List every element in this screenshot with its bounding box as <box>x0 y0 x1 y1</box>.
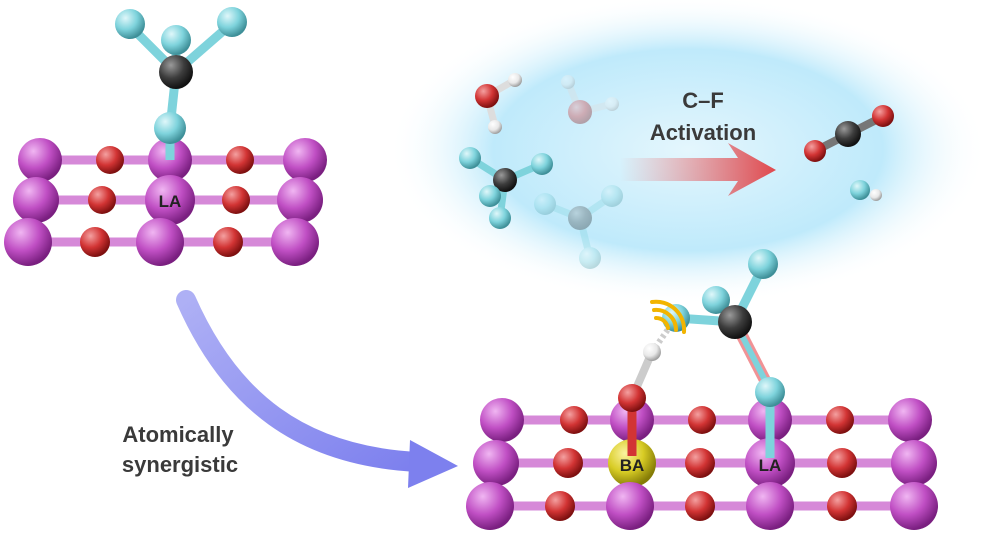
ch3f-molecule <box>459 147 553 229</box>
bronsted-acid-atom <box>608 439 656 487</box>
ch3f-molecule-faded <box>534 185 623 269</box>
curved-arrow-icon <box>176 290 458 488</box>
oxygen-atom <box>80 227 110 257</box>
arrow-label-line1: Atomically <box>122 422 234 447</box>
fluorine-atom <box>115 9 145 39</box>
oxygen-atom <box>688 406 716 434</box>
oxygen-atom <box>213 227 243 257</box>
oxygen-atom <box>685 491 715 521</box>
activated-ch3f-complex <box>618 249 785 458</box>
water-molecule <box>475 73 522 134</box>
metal-atom <box>13 177 59 223</box>
interaction-signal-icon <box>650 299 687 334</box>
fluorine-atom <box>161 25 191 55</box>
water-molecule-faded <box>561 75 619 124</box>
metal-atom <box>473 440 519 486</box>
oxygen-atom <box>685 448 715 478</box>
fluorine-atom <box>217 7 247 37</box>
arrow-label-line2: synergistic <box>122 452 238 477</box>
oxygen-atom <box>96 146 124 174</box>
reaction-arrow-icon <box>620 143 776 196</box>
gas-phase-cloud <box>388 0 988 305</box>
lewis-acid-atom <box>145 175 195 225</box>
adsorbed-ch3f-molecule <box>115 7 247 160</box>
carbon-atom <box>159 55 193 89</box>
reaction-label-line2: Activation <box>650 120 756 145</box>
metal-atom <box>888 398 932 442</box>
metal-atom <box>136 218 184 266</box>
oxygen-atom <box>827 448 857 478</box>
oxygen-atom <box>560 406 588 434</box>
metal-atom <box>606 482 654 530</box>
oxygen-atom <box>222 186 250 214</box>
oxygen-atom <box>545 491 575 521</box>
metal-atom <box>283 138 327 182</box>
lewis-acid-label-left: LA <box>159 192 182 211</box>
catalyst-surface-left <box>4 138 327 266</box>
metal-atom <box>480 398 524 442</box>
metal-atom <box>891 440 937 486</box>
metal-atom <box>4 218 52 266</box>
metal-atom <box>466 482 514 530</box>
reaction-label-line1: C–F <box>682 88 724 113</box>
hf-molecule <box>850 180 882 201</box>
oxygen-atom <box>553 448 583 478</box>
metal-atom <box>277 177 323 223</box>
metal-atom <box>746 482 794 530</box>
oxygen-atom <box>827 491 857 521</box>
metal-atom <box>890 482 938 530</box>
fluorine-atom <box>154 112 186 144</box>
catalyst-surface-right <box>466 398 938 530</box>
lewis-acid-label-right: LA <box>759 456 782 475</box>
bronsted-acid-label: BA <box>620 456 645 475</box>
oxygen-atom <box>826 406 854 434</box>
metal-atom <box>18 138 62 182</box>
oxygen-atom <box>88 186 116 214</box>
co-molecule <box>804 105 894 162</box>
lewis-acid-atom <box>745 438 795 488</box>
metal-atom <box>271 218 319 266</box>
oxygen-atom <box>226 146 254 174</box>
